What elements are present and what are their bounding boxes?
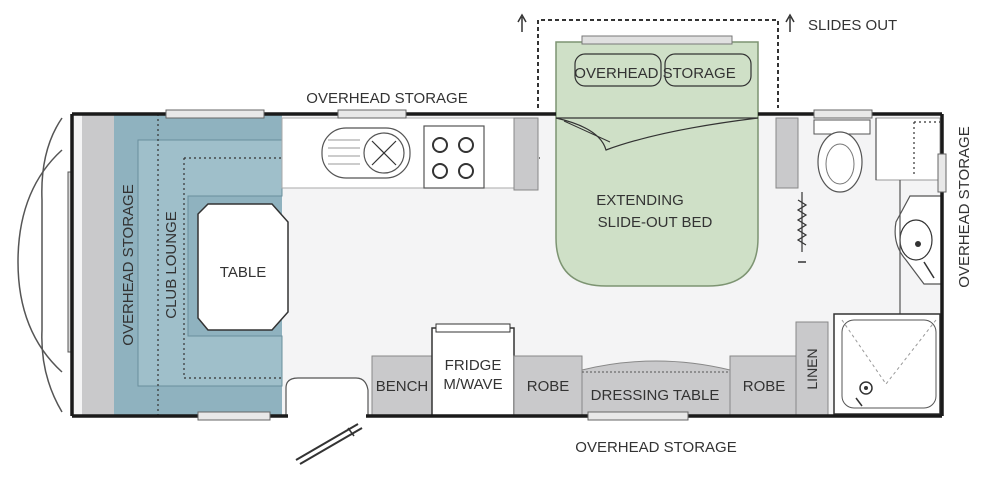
label-dressing-table: DRESSING TABLE [591,387,720,404]
label-overhead-storage-right: OVERHEAD STORAGE [956,126,973,287]
basin-icon [894,195,942,285]
label-robe-right: ROBE [743,378,786,395]
windows [165,109,947,421]
label-overhead-storage-left: OVERHEAD STORAGE [120,184,137,345]
cooktop-icon [423,125,485,189]
slide-out-bed [555,35,759,287]
label-overhead-storage-bottom: OVERHEAD STORAGE [575,439,736,456]
sliding-door [796,192,808,252]
kitchen-counter [281,117,539,191]
label-table: TABLE [220,264,266,281]
label-linen: LINEN [804,348,820,389]
rear-cabinets [371,321,829,417]
label-robe-left: ROBE [527,378,570,395]
label-slides-out: SLIDES OUT [808,17,897,34]
label-bench: BENCH [376,378,429,395]
slide-out-outline [517,13,795,108]
label-bed-line1: EXTENDING [596,192,684,209]
entry-door [285,377,369,465]
label-overhead-storage-top: OVERHEAD STORAGE [306,90,467,107]
front-hitch [17,117,79,413]
label-overhead-storage-bed: OVERHEAD STORAGE [574,65,735,82]
sink-icon [321,127,411,179]
toilet-icon [813,119,871,193]
table [197,203,289,331]
label-bed-line2: SLIDE-OUT BED [598,214,713,231]
label-club-lounge: CLUB LOUNGE [163,211,180,319]
label-fridge-line2: M/WAVE [443,376,502,393]
shower-icon [833,313,941,415]
label-fridge-line1: FRIDGE [445,357,502,374]
ensuite [775,117,942,415]
